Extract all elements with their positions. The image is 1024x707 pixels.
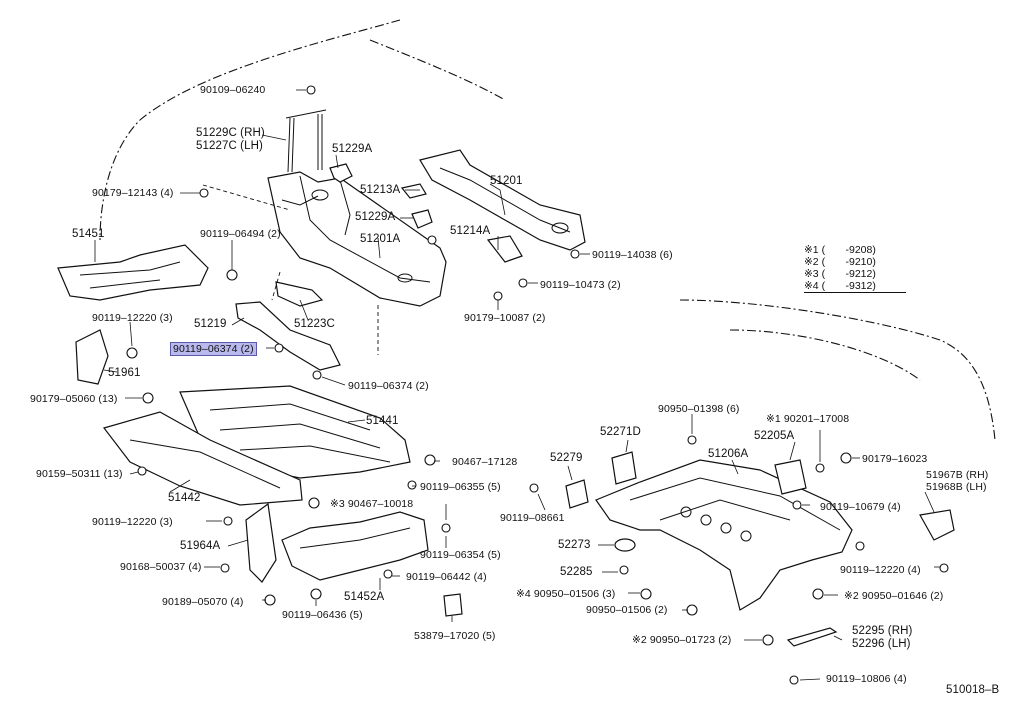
- label-51967B: 51967B (RH): [926, 469, 989, 481]
- bracket-51961: [75, 329, 109, 385]
- fasteners: [126, 85, 949, 685]
- label-52285: 52285: [560, 566, 593, 578]
- legend-row: ※1 ( -9208): [804, 244, 876, 256]
- bushing-52205A: [774, 459, 807, 495]
- label-90467-10018: ※3 90467–10018: [330, 498, 414, 510]
- label-52271D: 52271D: [600, 426, 641, 438]
- cushion-52279: [565, 479, 589, 509]
- label-90119-06374-highlighted[interactable]: 90119–06374 (2): [170, 342, 257, 356]
- label-52295: 52295 (RH): [852, 625, 913, 637]
- bracket-51229A-mid: [411, 209, 433, 229]
- body-outline-front: [99, 19, 401, 241]
- label-90950-01506-4: ※4 90950–01506 (3): [516, 588, 616, 600]
- label-51964A: 51964A: [180, 540, 221, 552]
- label-53879-17020: 53879–17020 (5): [414, 630, 496, 642]
- label-90119-06355: 90119–06355 (5): [420, 481, 501, 493]
- legend: ※1 ( -9208) ※2 ( -9210) ※3 ( -9212) ※4 (…: [804, 244, 906, 293]
- label-90950-01506: 90950–01506 (2): [586, 604, 668, 616]
- label-51201A: 51201A: [360, 233, 401, 245]
- label-52279: 52279: [550, 452, 583, 464]
- crossmember-51201A: [267, 171, 447, 307]
- label-90179-10087: 90179–10087 (2): [464, 312, 546, 324]
- label-52205A: 52205A: [754, 430, 795, 442]
- label-51451: 51451: [72, 228, 105, 240]
- label-51968B: 51968B (LH): [926, 481, 987, 493]
- label-90168-50037: 90168–50037 (4): [120, 561, 202, 573]
- label-51441: 51441: [366, 415, 399, 427]
- label-90119-12220-right: 90119–12220 (4): [840, 564, 921, 576]
- label-90179-05060: 90179–05060 (13): [30, 393, 118, 405]
- bracket-51214A: [486, 235, 523, 263]
- label-51452A: 51452A: [344, 591, 385, 603]
- label-90119-10679: 90119–10679 (4): [820, 501, 901, 513]
- label-90950-01723: ※2 90950–01723 (2): [632, 634, 732, 646]
- body-outline-front-2: [369, 39, 506, 101]
- cover-51452A: [281, 511, 429, 581]
- label-90119-10473: 90119–10473 (2): [540, 279, 621, 291]
- label-51229A-top: 51229A: [332, 143, 373, 155]
- label-51229C: 51229C (RH): [196, 127, 265, 139]
- label-90109-06240: 90109–06240: [200, 84, 266, 96]
- label-52273: 52273: [558, 539, 591, 551]
- label-90119-14038: 90119–14038 (6): [592, 249, 673, 261]
- label-90119-10806: 90119–10806 (4): [826, 673, 907, 685]
- bracket-51967B: [919, 509, 955, 541]
- label-51961: 51961: [108, 367, 141, 379]
- label-90119-06354: 90119–06354 (5): [420, 549, 501, 561]
- washer-52273: [614, 538, 636, 552]
- label-51229A-mid: 51229A: [355, 211, 396, 223]
- label-51442: 51442: [168, 492, 201, 504]
- label-90189-05070: 90189–05070 (4): [162, 596, 244, 608]
- label-51219: 51219: [194, 318, 227, 330]
- bracket-51229A-top: [329, 163, 353, 183]
- label-90159-50311: 90159–50311 (13): [36, 468, 123, 480]
- label-90950-01646: ※2 90950–01646 (2): [844, 590, 944, 602]
- legend-row: ※3 ( -9212): [804, 268, 876, 280]
- rod-52295: [786, 627, 838, 647]
- bracket-51964A: [245, 502, 277, 583]
- clip-53879: [443, 593, 463, 617]
- label-90119-06436: 90119–06436 (5): [282, 609, 363, 621]
- label-90119-06442: 90119–06442 (4): [406, 571, 487, 583]
- label-90119-12220-top: 90119–12220 (3): [92, 312, 173, 324]
- legend-row: ※4 ( -9312): [804, 280, 906, 293]
- undercover-51442: [102, 411, 303, 506]
- label-51214A: 51214A: [450, 225, 491, 237]
- mount-52271D: [611, 451, 637, 485]
- brace-51219: [235, 281, 341, 371]
- label-90179-16023: 90179–16023: [862, 453, 928, 465]
- label-51201: 51201: [490, 175, 523, 187]
- label-90119-06494: 90119–06494 (2): [200, 228, 281, 240]
- label-51206A: 51206A: [708, 448, 749, 460]
- label-90950-01398: 90950–01398 (6): [658, 403, 740, 415]
- label-90119-06374: 90119–06374 (2): [348, 380, 429, 392]
- label-51213A: 51213A: [360, 184, 401, 196]
- legend-row: ※2 ( -9210): [804, 256, 876, 268]
- cover-51451: [57, 244, 209, 301]
- diagram-code: 510018–B: [946, 684, 1000, 696]
- body-outline-rear: [679, 299, 996, 441]
- label-90119-12220-mid: 90119–12220 (3): [92, 516, 173, 528]
- label-90119-08661: 90119–08661: [500, 512, 565, 524]
- member-51201: [419, 149, 586, 251]
- label-90467-17128: 90467–17128: [452, 456, 518, 468]
- label-51227C: 51227C (LH): [196, 140, 263, 152]
- label-90201-17008: ※1 90201–17008: [766, 413, 850, 425]
- label-90179-12143: 90179–12143 (4): [92, 187, 174, 199]
- bracket-51213A: [400, 183, 427, 199]
- bolt-51229C: [285, 109, 327, 173]
- label-52296: 52296 (LH): [852, 638, 911, 650]
- subframe-51206A: [595, 459, 853, 611]
- leader-lines: [94, 89, 940, 681]
- body-outline-rear-2: [729, 329, 921, 381]
- label-51223C: 51223C: [294, 318, 335, 330]
